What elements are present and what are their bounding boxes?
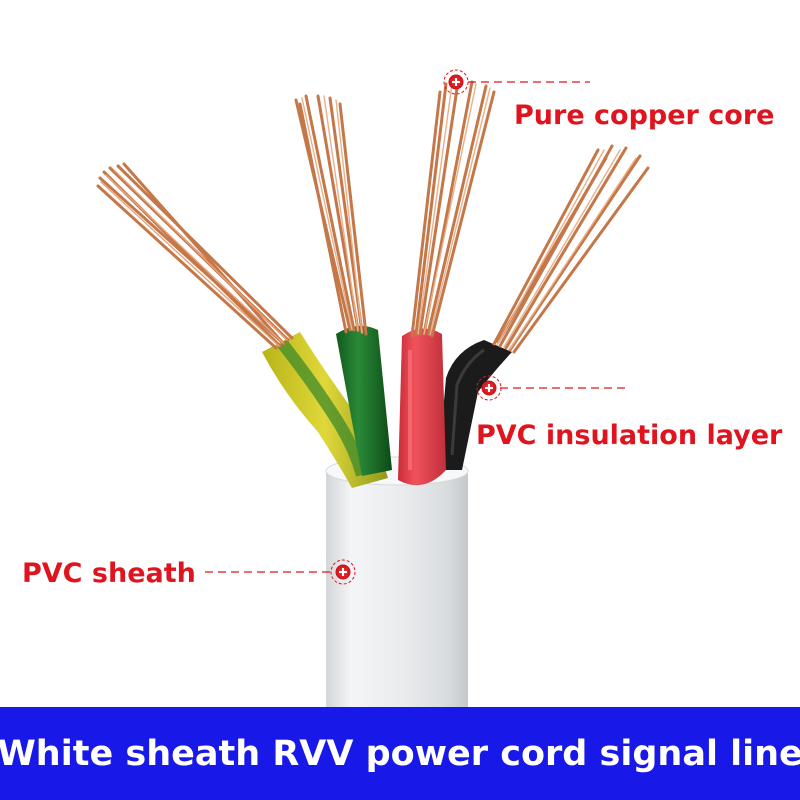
insulation-layer-label: PVC insulation layer <box>476 420 783 451</box>
copper-core-label: Pure copper core <box>514 100 775 131</box>
green-wire <box>336 325 392 476</box>
banner-title: White sheath RVV power cord signal line <box>0 733 800 774</box>
plus-circle-icon <box>476 375 502 401</box>
yellow-green-wire <box>262 332 388 488</box>
bottom-banner: White sheath RVV power cord signal line <box>0 707 800 800</box>
callout-leader-lines <box>205 81 628 573</box>
sheath-label: PVC sheath <box>22 558 196 589</box>
plus-circle-icon <box>443 69 469 95</box>
banner-background <box>0 707 800 800</box>
black-wire <box>438 340 512 470</box>
plus-circle-icon <box>330 559 356 585</box>
pvc-sheath <box>325 456 469 710</box>
red-wire <box>398 328 446 486</box>
copper-strands <box>96 80 650 354</box>
